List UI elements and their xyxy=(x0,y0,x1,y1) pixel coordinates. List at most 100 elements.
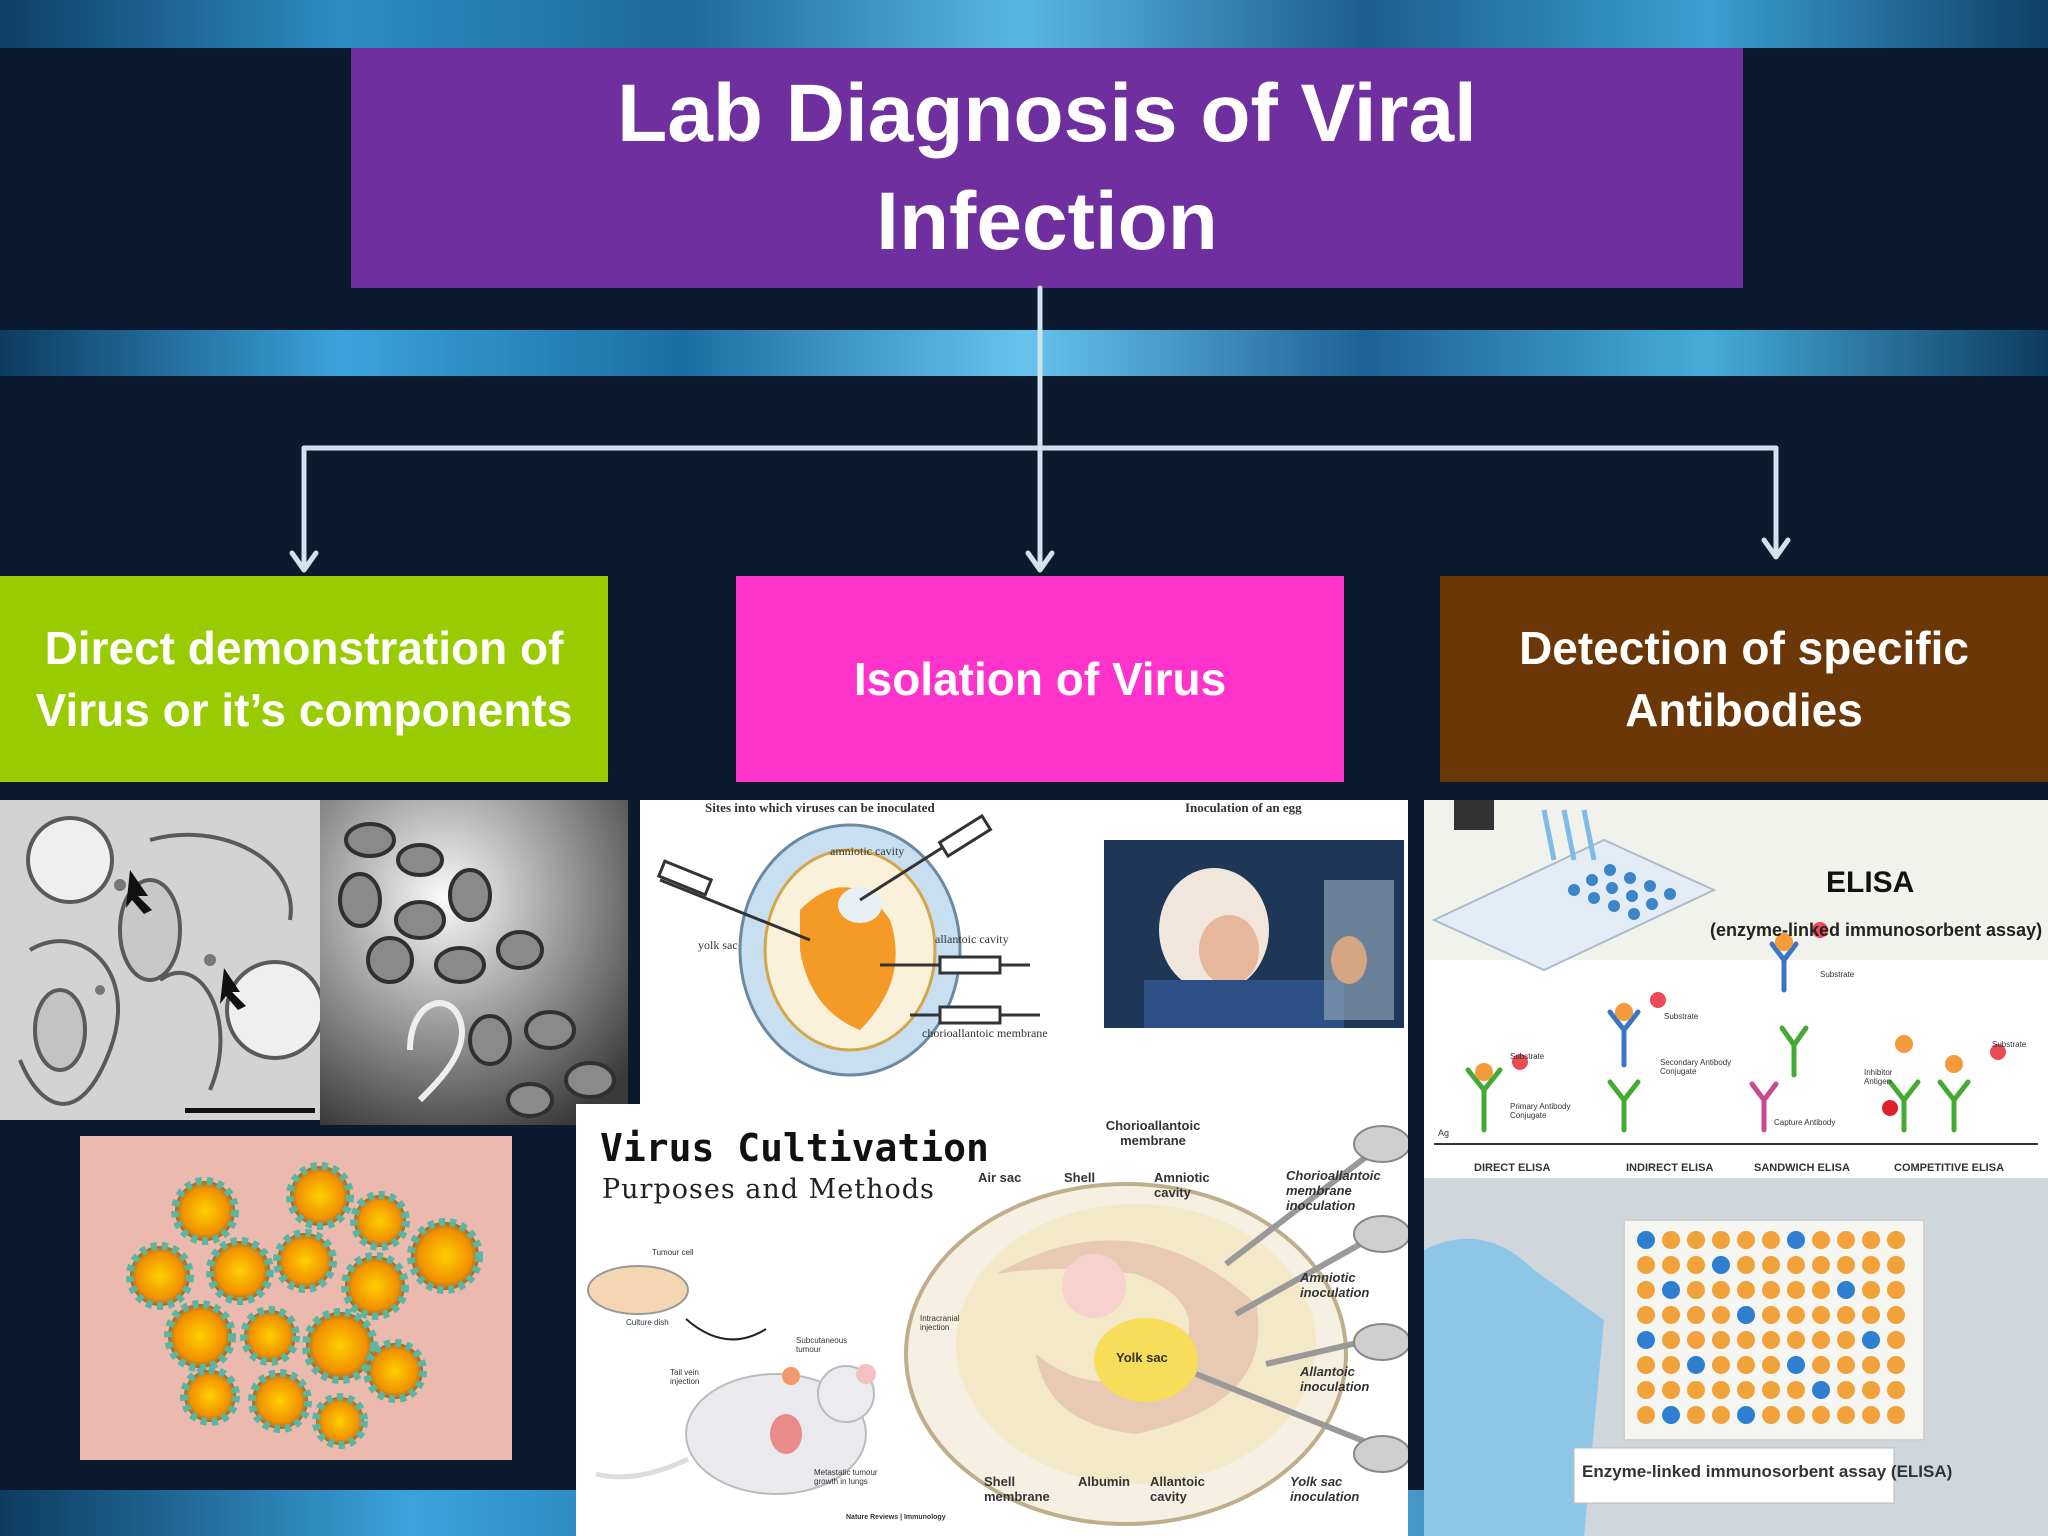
label-shell-membrane: Shell membrane xyxy=(984,1474,1050,1504)
microplate-well xyxy=(1812,1331,1830,1349)
elisa-substrate-label: Substrate xyxy=(1510,1052,1545,1061)
elisa-inhibitor-label: Inhibitor Antigen xyxy=(1864,1068,1893,1086)
microplate-well xyxy=(1687,1256,1705,1274)
microplate-well xyxy=(1762,1331,1780,1349)
elisa-secondary-label: Secondary Antibody Conjugate xyxy=(1660,1058,1732,1076)
page-title: Lab Diagnosis of Viral Infection xyxy=(617,68,1477,267)
microplate-well xyxy=(1712,1406,1730,1424)
label-allantoic-inoculation: Allantoic inoculation xyxy=(1300,1364,1370,1394)
category-label: Isolation of Virus xyxy=(853,653,1227,705)
microplate-well xyxy=(1787,1256,1805,1274)
microplate-well xyxy=(1737,1356,1755,1374)
microplate-well xyxy=(1737,1381,1755,1399)
microplate-well xyxy=(1787,1406,1805,1424)
elisa-substrate-label: Substrate xyxy=(1820,970,1855,979)
microplate-well xyxy=(1637,1406,1655,1424)
egg-label-allantoic: allantoic cavity xyxy=(935,932,1009,946)
microplate-well xyxy=(1787,1356,1805,1374)
microplate-well xyxy=(1787,1381,1805,1399)
microplate-well xyxy=(1812,1406,1830,1424)
microplate-well xyxy=(1862,1256,1880,1274)
microplate-well xyxy=(1737,1331,1755,1349)
egg-photo-heading: Inoculation of an egg xyxy=(1185,800,1302,815)
label-amniotic-cavity: Amniotic cavity xyxy=(1154,1170,1210,1200)
label-cam-inoculation: Chorioallantoic membrane inoculation xyxy=(1286,1168,1381,1213)
microplate-well xyxy=(1662,1306,1680,1324)
egg-diagram-heading: Sites into which viruses can be inoculat… xyxy=(705,800,935,815)
microplate-well xyxy=(1712,1381,1730,1399)
microplate-well xyxy=(1887,1281,1905,1299)
microplate-well xyxy=(1737,1306,1755,1324)
cultivation-title: Virus Cultivation xyxy=(600,1126,989,1170)
elisa-type-sandwich: SANDWICH ELISA xyxy=(1754,1162,1850,1174)
egg-label-amniotic: amniotic cavity xyxy=(830,844,905,858)
lab-technician-photo xyxy=(1104,840,1404,1040)
microplate-well xyxy=(1862,1381,1880,1399)
microplate-well xyxy=(1762,1256,1780,1274)
elisa-microplate xyxy=(1637,1231,1905,1424)
category-direct-demonstration: Direct demonstration of Virus or it’s co… xyxy=(0,576,608,782)
microplate-well xyxy=(1687,1331,1705,1349)
microplate-well xyxy=(1662,1356,1680,1374)
nature-reviews-credit: Nature Reviews | Immunology xyxy=(846,1514,946,1521)
microplate-well xyxy=(1812,1306,1830,1324)
elisa-caption: Enzyme-linked immunosorbent assay (ELISA… xyxy=(1582,1462,1953,1481)
microplate-well xyxy=(1862,1406,1880,1424)
microplate-well xyxy=(1737,1406,1755,1424)
microplate-well xyxy=(1662,1231,1680,1249)
egg-inoculation-diagram: Sites into which viruses can be inoculat… xyxy=(640,800,1408,1104)
microplate-well xyxy=(1887,1231,1905,1249)
microplate-well xyxy=(1762,1406,1780,1424)
label-albumin: Albumin xyxy=(1078,1474,1130,1489)
mouse-label-intracranial: Intracranial injection xyxy=(920,1314,960,1332)
microplate-well xyxy=(1712,1306,1730,1324)
electron-micrograph-cells xyxy=(0,800,320,1120)
microplate-well xyxy=(1662,1381,1680,1399)
microplate-well xyxy=(1887,1331,1905,1349)
microplate-well xyxy=(1687,1356,1705,1374)
elisa-type-direct: DIRECT ELISA xyxy=(1474,1162,1551,1174)
microplate-well xyxy=(1737,1231,1755,1249)
microplate-well xyxy=(1637,1231,1655,1249)
microplate-well xyxy=(1762,1356,1780,1374)
microplate-well xyxy=(1712,1256,1730,1274)
microplate-well xyxy=(1662,1281,1680,1299)
label-shell: Shell xyxy=(1064,1170,1096,1185)
elisa-title: ELISA xyxy=(1826,866,1915,899)
microplate-well xyxy=(1837,1306,1855,1324)
microplate-well xyxy=(1762,1231,1780,1249)
mouse-label-culture-dish: Culture dish xyxy=(626,1318,669,1327)
arrow-marker-icon xyxy=(126,870,152,914)
microplate-well xyxy=(1787,1306,1805,1324)
label-yolk-sac: Yolk sac xyxy=(1116,1350,1168,1365)
egg-label-chorioallantoic: chorioallantoic membrane xyxy=(922,1026,1048,1040)
elisa-primary-label: Primary Antibody Conjugate xyxy=(1510,1102,1571,1120)
elisa-type-indirect: INDIRECT ELISA xyxy=(1626,1162,1714,1174)
microplate-well xyxy=(1887,1406,1905,1424)
mouse-label-tumour-cell: Tumour cell xyxy=(652,1248,694,1257)
microplate-well xyxy=(1662,1331,1680,1349)
microplate-well xyxy=(1862,1306,1880,1324)
microplate-well xyxy=(1762,1381,1780,1399)
microplate-well xyxy=(1762,1281,1780,1299)
microplate-well xyxy=(1762,1306,1780,1324)
microplate-well xyxy=(1837,1406,1855,1424)
cultivation-subtitle: Purposes and Methods xyxy=(602,1174,935,1205)
microplate-well xyxy=(1637,1306,1655,1324)
microplate-well xyxy=(1787,1231,1805,1249)
microplate-well xyxy=(1637,1331,1655,1349)
category-detection-antibodies: Detection of specific Antibodies xyxy=(1440,576,2048,782)
egg-label-yolk-sac: yolk sac xyxy=(698,938,738,952)
colorized-virus-micrograph xyxy=(80,1136,512,1460)
microplate-well xyxy=(1812,1281,1830,1299)
category-isolation-of-virus: Isolation of Virus xyxy=(736,576,1344,782)
microplate-well xyxy=(1687,1406,1705,1424)
microplate-well xyxy=(1662,1406,1680,1424)
elisa-figure: ELISA (enzyme-linked immunosorbent assay… xyxy=(1424,800,2048,1536)
microplate-well xyxy=(1662,1256,1680,1274)
microplate-well xyxy=(1837,1331,1855,1349)
microplate-well xyxy=(1787,1281,1805,1299)
microplate-well xyxy=(1837,1256,1855,1274)
microplate-well xyxy=(1787,1331,1805,1349)
